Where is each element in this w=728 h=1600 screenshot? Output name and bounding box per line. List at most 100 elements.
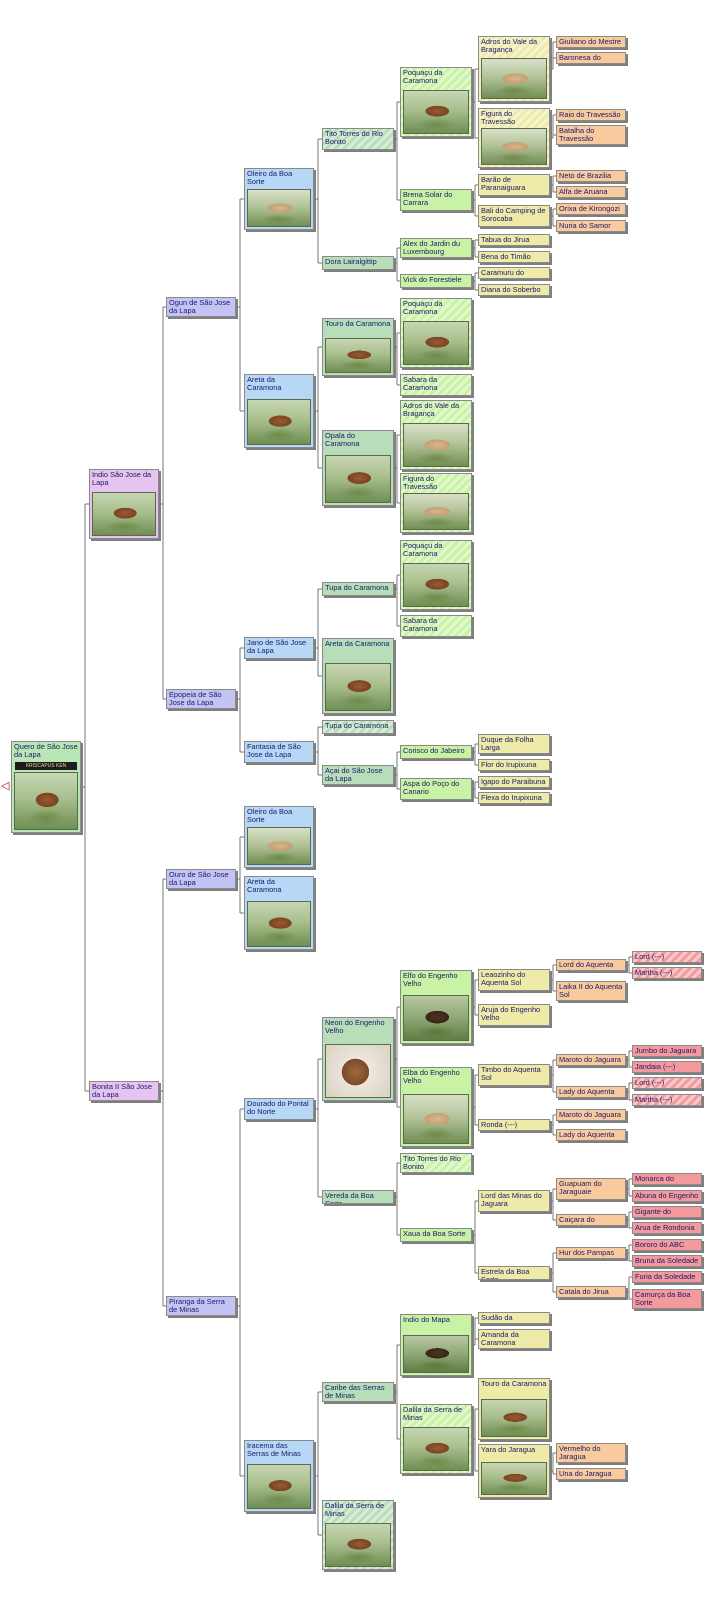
pedigree-node-gen5[interactable]: Sabara da Caramona [400, 374, 472, 396]
pedigree-node-gen3[interactable]: Fantasia de São Jose da Lapa [244, 741, 314, 763]
pedigree-node-gen6[interactable]: Yara do Jaragua [478, 1444, 550, 1498]
pedigree-node-gen6[interactable]: Flor do Irupixuna [478, 759, 550, 771]
pedigree-node-gen3[interactable]: Jano de São Jose da Lapa [244, 637, 314, 659]
pedigree-node-gen8[interactable]: Gigante do Jaguara [632, 1206, 702, 1218]
pedigree-node-gen7[interactable]: Baronesa do Mestre [556, 52, 626, 64]
pedigree-node-gen5[interactable]: Poquaçu da Caramona [400, 67, 472, 137]
pedigree-node-gen4[interactable]: Tupa do Caramona [322, 720, 394, 734]
pedigree-node-gen7[interactable]: Caiçara do Engenho [556, 1214, 626, 1226]
pedigree-node-gen8[interactable]: Furia da Soledade [632, 1271, 702, 1283]
pedigree-node-gen7[interactable]: Batalha do Travessão [556, 125, 626, 145]
pedigree-node-gen8[interactable]: Camurça da Boa Sorte [632, 1289, 702, 1309]
pedigree-node-gen3[interactable]: Areta da Caramona [244, 374, 314, 448]
pedigree-node-gen7[interactable]: Giuliano do Mestre [556, 36, 626, 48]
pedigree-node-gen6[interactable]: Amanda da Caramona [478, 1329, 550, 1349]
pedigree-node-gen8[interactable]: Monarca do Jaguara [632, 1173, 702, 1185]
pedigree-node-gen8[interactable]: Lord (---) [632, 1077, 702, 1089]
pedigree-node-gen4[interactable]: Vereda da Boa Sorte [322, 1190, 394, 1204]
pedigree-node-gen3[interactable]: Oleiro da Boa Sorte [244, 168, 314, 230]
pedigree-node-gen5[interactable]: Poquaçu da Caramona [400, 540, 472, 610]
pedigree-node-gen2[interactable]: Piranga da Serra de Minas [166, 1296, 236, 1316]
pedigree-node-gen6[interactable]: Timbo do Aquenta Sol [478, 1064, 550, 1086]
pedigree-node-gen5[interactable]: Corisco do Jabeiro [400, 745, 472, 759]
expand-left-icon[interactable]: ◁ [1, 780, 10, 792]
pedigree-node-gen7[interactable]: Catala do Jirua [556, 1286, 626, 1298]
pedigree-node-gen8[interactable]: Jandaia (---) [632, 1061, 702, 1073]
pedigree-node-gen6[interactable]: Adros do Vale da Bragança [478, 36, 550, 102]
pedigree-node-gen3[interactable]: Iracema das Serras de Minas [244, 1440, 314, 1512]
pedigree-node-gen5[interactable]: Tito Torres do Rio Bonito [400, 1153, 472, 1173]
pedigree-node-gen4[interactable]: Dalila da Serra de Minas [322, 1500, 394, 1570]
pedigree-node-gen4[interactable]: Dora Lairalgittip [322, 256, 394, 270]
pedigree-node-gen5[interactable]: Elfo do Engenho Velho [400, 970, 472, 1044]
pedigree-node-gen4[interactable]: Tito Torres do Rio Bonito [322, 128, 394, 150]
pedigree-node-gen5[interactable]: Indio do Mapa [400, 1314, 472, 1376]
pedigree-node-gen8[interactable]: Arua de Rondonia [632, 1222, 702, 1234]
pedigree-node-gen4[interactable]: Touro da Caramona [322, 318, 394, 376]
pedigree-node-gen8[interactable]: Martha (---) [632, 1094, 702, 1106]
pedigree-node-gen5[interactable]: Alex do Jardin du Luxembourg [400, 238, 472, 258]
pedigree-node-gen1[interactable]: Bonita II São Jose da Lapa [89, 1081, 159, 1101]
pedigree-node-gen5[interactable]: Vick do Forestiele [400, 274, 472, 288]
pedigree-node-gen1[interactable]: Indio São Jose da Lapa [89, 469, 159, 539]
pedigree-node-gen8[interactable]: Bororo do ABC [632, 1239, 702, 1251]
pedigree-node-gen8[interactable]: Lord (---) [632, 951, 702, 963]
pedigree-node-gen6[interactable]: Touro da Caramona [478, 1378, 550, 1440]
pedigree-node-gen8[interactable]: Abuna do Engenho [632, 1190, 702, 1202]
pedigree-node-gen7[interactable]: Laika II do Aquenta Sol [556, 981, 626, 1001]
pedigree-node-gen7[interactable]: Lady do Aquenta Sol [556, 1129, 626, 1141]
pedigree-node-gen6[interactable]: Ronda (---) [478, 1119, 550, 1131]
pedigree-node-gen5[interactable]: Sabara da Caramona [400, 615, 472, 637]
pedigree-node-gen6[interactable]: Lord das Minas do Jaguara [478, 1190, 550, 1212]
pedigree-node-gen6[interactable]: Tabua do Jirua [478, 234, 550, 246]
pedigree-node-gen6[interactable]: Diana do Soberbo [478, 284, 550, 296]
pedigree-node-gen5[interactable]: Aspa do Poço do Canario [400, 778, 472, 800]
pedigree-node-gen5[interactable]: Elba do Engenho Velho [400, 1067, 472, 1147]
pedigree-node-gen6[interactable]: Duque da Folha Larga [478, 734, 550, 754]
pedigree-node-gen5[interactable]: Poquaçu da Caramona [400, 298, 472, 368]
pedigree-node-gen2[interactable]: Ouro de São Jose da Lapa [166, 869, 236, 889]
pedigree-node-gen4[interactable]: Tupa do Caramona [322, 582, 394, 596]
pedigree-node-gen4[interactable]: Açai do São Jose da Lapa [322, 765, 394, 785]
pedigree-node-gen6[interactable]: Barão de Paranaiguara [478, 174, 550, 196]
pedigree-node-gen7[interactable]: Hur dos Pampas [556, 1247, 626, 1259]
pedigree-node-gen6[interactable]: Sudão da Caramona [478, 1312, 550, 1324]
pedigree-node-gen4[interactable]: Neon do Engenho Velho [322, 1017, 394, 1101]
pedigree-node-gen5[interactable]: Xaua da Boa Sorte [400, 1228, 472, 1242]
pedigree-node-gen4[interactable]: Areta da Caramona [322, 638, 394, 714]
pedigree-node-gen5[interactable]: Dalila da Serra de Minas [400, 1404, 472, 1474]
pedigree-node-gen6[interactable]: Estrela da Boa Sorte [478, 1266, 550, 1280]
pedigree-node-gen7[interactable]: Neto de Brazilia [556, 170, 626, 182]
pedigree-node-gen5[interactable]: Adros do Vale da Bragança [400, 400, 472, 470]
pedigree-node-gen6[interactable]: Aruja do Engenho Velho [478, 1004, 550, 1026]
pedigree-node-gen7[interactable]: Vermelho do Jaragua [556, 1443, 626, 1463]
pedigree-node-gen5[interactable]: Brena Solar do Carrara [400, 189, 472, 211]
pedigree-node-gen5[interactable]: Figura do Travessão [400, 473, 472, 533]
pedigree-node-gen3[interactable]: Oleiro da Boa Sorte [244, 806, 314, 868]
pedigree-node-gen3[interactable]: Dourado do Pontal do Norte [244, 1098, 314, 1120]
pedigree-node-gen7[interactable]: Orixa de Kirongozi [556, 203, 626, 215]
pedigree-node-gen2[interactable]: Ogun de São Jose da Lapa [166, 297, 236, 317]
pedigree-node-gen3[interactable]: Areta da Caramona [244, 876, 314, 950]
pedigree-node-gen7[interactable]: Lord do Aquenta Sol [556, 959, 626, 971]
pedigree-node-gen6[interactable]: Caramuru do Banzo [478, 267, 550, 279]
pedigree-node-gen4[interactable]: Caribe das Serras de Minas [322, 1382, 394, 1402]
pedigree-node-gen6[interactable]: Figura do Travessão [478, 108, 550, 168]
pedigree-node-gen8[interactable]: Martha (---) [632, 967, 702, 979]
pedigree-node-gen6[interactable]: Leaozinho do Aquenta Sol [478, 969, 550, 991]
pedigree-node-gen7[interactable]: Maroto do Jaguara [556, 1109, 626, 1121]
pedigree-node-gen7[interactable]: Raio do Travessão [556, 109, 626, 121]
pedigree-node-gen8[interactable]: Jumbo do Jaguara [632, 1045, 702, 1057]
pedigree-node-gen7[interactable]: Alfa de Aruana [556, 186, 626, 198]
pedigree-node-gen6[interactable]: Bena do Timão [478, 251, 550, 263]
pedigree-node-gen2[interactable]: Epopeia de São Jose da Lapa [166, 689, 236, 709]
pedigree-node-gen7[interactable]: Nuria do Samor [556, 220, 626, 232]
pedigree-node-gen7[interactable]: Lady do Aquenta Sol [556, 1086, 626, 1098]
pedigree-node-gen6[interactable]: Bali do Camping de Sorocaba [478, 205, 550, 227]
pedigree-node-gen6[interactable]: Igapo do Paraibuna [478, 776, 550, 788]
pedigree-node-gen7[interactable]: Una do Jaragua [556, 1468, 626, 1480]
pedigree-node-gen4[interactable]: Opala do Caramona [322, 430, 394, 506]
pedigree-node-gen7[interactable]: Guapuam do Jaraguaie [556, 1178, 626, 1200]
pedigree-node-gen7[interactable]: Maroto do Jaguara [556, 1054, 626, 1066]
